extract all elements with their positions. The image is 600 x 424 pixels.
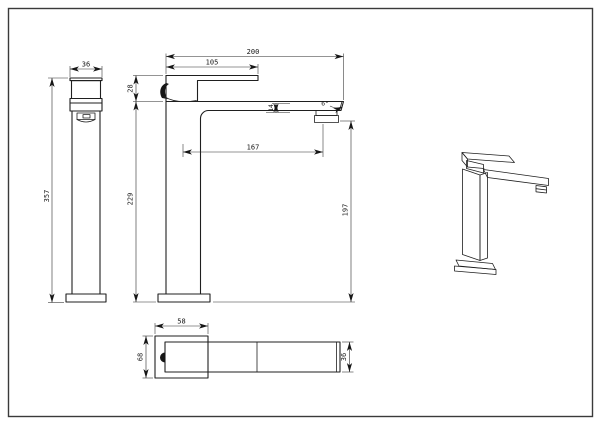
aerator-outlet [314, 115, 339, 123]
faucet-body-outline [165, 74, 345, 295]
handle-lever-outline [165, 74, 259, 103]
dim-plan-base-width: 58 [154, 318, 209, 334]
dim-plan-base-depth: 68 [137, 335, 153, 379]
iso-column-side [479, 172, 488, 261]
dim-front-upper-height-label: 28 [127, 84, 135, 92]
dim-side-overall-height-label: 357 [43, 190, 51, 203]
isometric-view [454, 152, 549, 275]
iso-base-slab [454, 265, 497, 275]
dim-side-width: 36 [69, 61, 103, 77]
plan-body-spout [164, 341, 341, 373]
dim-front-spout-end-height-label: 14 [268, 104, 275, 112]
dim-side-overall-height: 357 [43, 77, 68, 303]
dim-front-spout-reach: 167 [182, 124, 324, 157]
side-view: 36 357 [43, 61, 107, 303]
dim-front-overall-length-label: 200 [247, 48, 260, 56]
dim-front-spout-angle-label: 6° [321, 100, 329, 108]
front-base-plate [157, 293, 211, 303]
plan-view: 58 68 36 [137, 318, 354, 379]
iso-spout [483, 169, 549, 186]
dim-front-spout-angle: 6° [321, 100, 343, 114]
dim-plan-base-width-label: 58 [177, 318, 185, 326]
dim-front-body-height-label: 229 [127, 193, 135, 206]
dim-front-upper-height: 28 [127, 75, 163, 102]
sheet-border [7, 7, 594, 418]
hinge-curve [163, 96, 197, 102]
side-base-plate [65, 293, 107, 303]
dim-front-spout-reach-label: 167 [247, 144, 260, 152]
front-view-outline [157, 74, 345, 303]
dim-side-width-label: 36 [82, 61, 90, 69]
aerator-neck [315, 110, 338, 116]
handle-hinge-cam [160, 83, 169, 99]
dim-front-outlet-height: 197 [213, 120, 355, 303]
dim-front-body-height: 229 [127, 101, 156, 303]
dim-front-spout-end-height: 14 [266, 103, 290, 113]
plan-hinge-detail [160, 352, 165, 363]
front-view: 200 105 28 229 14 6° [127, 48, 355, 303]
iso-spout-outlet [535, 185, 547, 194]
side-view-outline [65, 77, 107, 303]
plan-view-outline [154, 335, 341, 379]
dim-plan-spout-width-label: 36 [340, 353, 348, 361]
handle-clip-detail [76, 112, 96, 120]
dim-front-handle-length-label: 105 [206, 59, 219, 67]
iso-neck [466, 160, 484, 174]
lever-underside-arc [76, 119, 96, 123]
dim-plan-spout-width: 36 [340, 341, 354, 373]
dim-front-outlet-height-label: 197 [342, 204, 350, 217]
dim-front-overall-length: 200 [165, 48, 344, 100]
dim-plan-base-depth-label: 68 [137, 353, 145, 361]
iso-column-front [462, 168, 481, 261]
dim-front-handle-length: 105 [166, 59, 259, 74]
plan-base-plate [154, 335, 209, 379]
